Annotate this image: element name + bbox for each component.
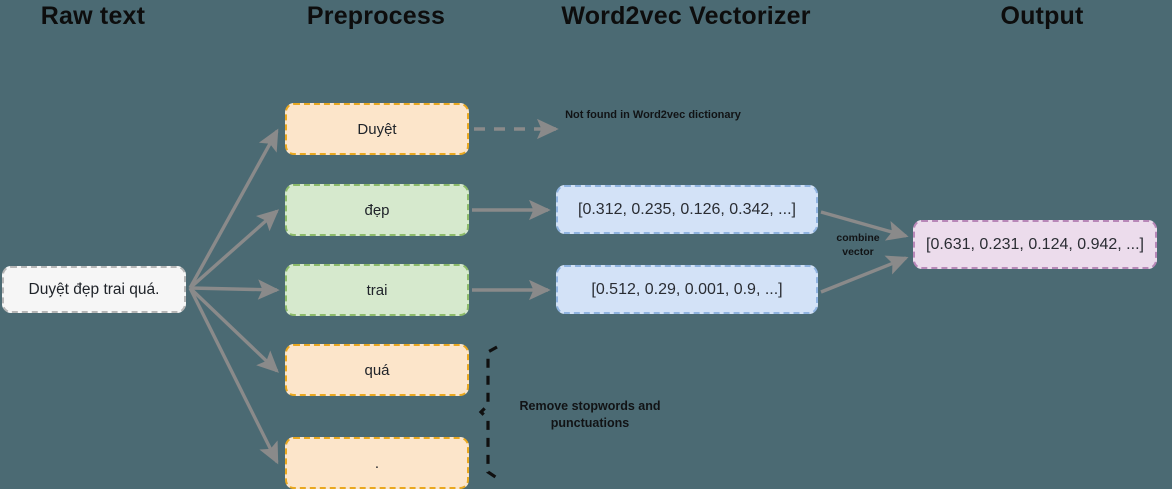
token-box-qua: quá <box>285 344 469 396</box>
column-heading-preprocess: Preprocess <box>306 2 446 30</box>
arrow-raw-to-token5 <box>188 287 279 465</box>
brace-remove-stopwords <box>478 345 498 480</box>
token-box-punctuation: . <box>285 437 469 489</box>
raw-text-box: Duyệt đẹp trai quá. <box>2 266 186 313</box>
arrow-raw-to-token1 <box>188 128 279 289</box>
arrow-vector2-to-output <box>820 255 909 294</box>
column-heading-raw-text: Raw text <box>40 2 146 30</box>
arrow-raw-to-token2 <box>188 209 280 290</box>
column-heading-word2vec-vectorizer: Word2vec Vectorizer <box>561 2 811 30</box>
token-box-trai: trai <box>285 264 469 316</box>
arrow-raw-to-token4 <box>188 286 279 373</box>
annotation-combine-vector: combine vector <box>836 232 880 259</box>
column-heading-output: Output <box>1000 2 1084 30</box>
output-vector-box: [0.631, 0.231, 0.124, 0.942, ...] <box>913 220 1157 269</box>
token-box-dep: đẹp <box>285 184 469 236</box>
token-box-duyet: Duyệt <box>285 103 469 155</box>
annotation-not-found: Not found in Word2vec dictionary <box>565 109 741 121</box>
vector-box-trai: [0.512, 0.29, 0.001, 0.9, ...] <box>556 265 818 314</box>
annotation-remove-stopwords: Remove stopwords and punctuations <box>519 399 661 430</box>
vector-box-dep: [0.312, 0.235, 0.126, 0.342, ...] <box>556 185 818 234</box>
arrow-raw-to-token3 <box>189 279 280 300</box>
